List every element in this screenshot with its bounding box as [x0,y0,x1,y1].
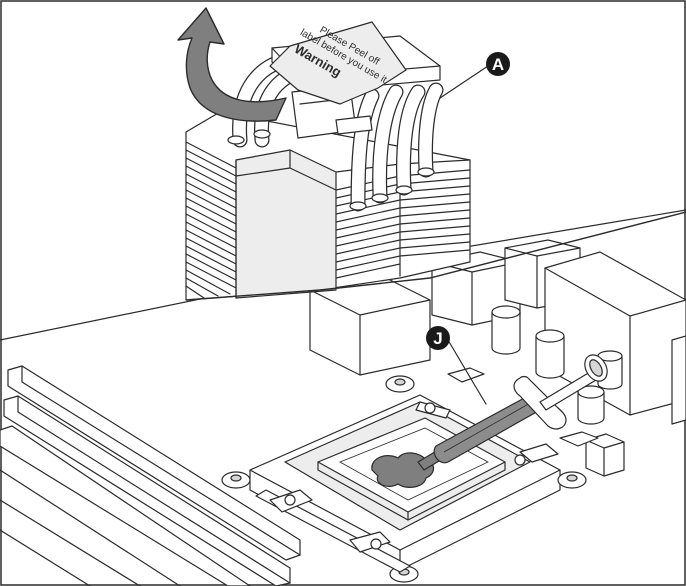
retention-lever [255,489,411,573]
callout-j-label: J [433,329,442,348]
capacitor-3 [577,385,605,425]
capacitor-2 [535,329,565,379]
peel-off-label: Please Peel off label before you use it … [269,21,407,105]
cooler-scene: Please Peel off label before you use it … [177,7,510,301]
callout-a-label: A [492,55,504,74]
capacitor-1 [491,305,521,355]
thermal-paste-syringe [417,354,608,471]
socket-screw-2 [385,375,415,393]
scene-divider [185,211,686,301]
peel-direction-arrow [177,7,287,122]
callout-j-badge [426,326,450,350]
callout-a: A [439,52,510,99]
callout-j: J [426,326,487,405]
board-components [309,239,686,477]
ram-slots [0,365,301,586]
socket-screw-1 [221,471,251,489]
motherboard-scene: J [0,209,686,586]
socket-screw-3 [557,471,587,489]
callout-a-badge [486,52,510,76]
